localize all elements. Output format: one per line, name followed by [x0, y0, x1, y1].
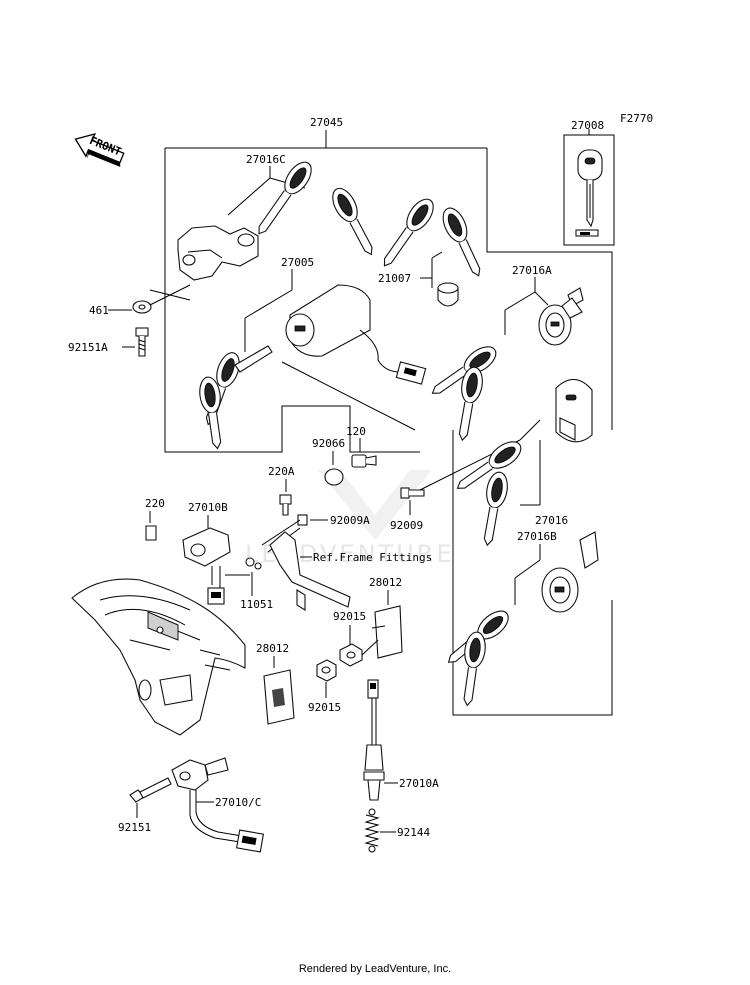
- label-27016: 27016: [535, 514, 568, 527]
- bolt-120: [351, 454, 377, 468]
- lock-27016A: [504, 277, 584, 346]
- washer-461: [132, 300, 152, 314]
- label-92151A: 92151A: [68, 341, 108, 354]
- lock-27016B: [514, 531, 599, 613]
- label-11051: 11051: [240, 598, 273, 611]
- label-28012-b: 28012: [256, 642, 289, 655]
- label-28012-a: 28012: [369, 576, 402, 589]
- ref-frame-fittings: Ref.Frame Fittings: [313, 551, 432, 564]
- label-27008: 27008: [571, 119, 604, 132]
- nut-92015-b: [316, 659, 337, 698]
- cap-92066: [324, 468, 344, 486]
- label-92009A: 92009A: [330, 514, 370, 527]
- seat-lock-27016C: [177, 166, 306, 281]
- bolt-220: [145, 525, 157, 541]
- label-27005: 27005: [281, 256, 314, 269]
- lock-27016: [419, 378, 593, 506]
- label-27045: 27045: [310, 116, 343, 129]
- label-27016C: 27016C: [246, 153, 286, 166]
- pad-28012-a: [371, 605, 403, 659]
- spring-92144: [364, 808, 396, 853]
- frame-section: [71, 578, 246, 736]
- label-27016B: 27016B: [517, 530, 557, 543]
- label-27016A: 27016A: [512, 264, 552, 277]
- label-92015-b: 92015: [308, 701, 341, 714]
- footer-credit: Rendered by LeadVenture, Inc.: [298, 963, 452, 975]
- bolt-220A: [279, 494, 292, 516]
- key-pair-27016A: [431, 346, 497, 442]
- label-92009: 92009: [390, 519, 423, 532]
- key-set-box: [164, 130, 613, 716]
- label-220: 220: [145, 497, 165, 510]
- key-27008-box: [563, 129, 615, 246]
- bolt-92151A: [135, 327, 149, 357]
- bolt-92151: [129, 777, 172, 818]
- diagram-code: F2770: [620, 112, 653, 125]
- label-461: 461: [89, 304, 109, 317]
- label-21007: 21007: [378, 272, 411, 285]
- label-220A: 220A: [268, 465, 295, 478]
- key-pair-21007: [383, 198, 481, 307]
- switch-27010A: [363, 679, 398, 801]
- front-arrow-icon: [74, 133, 125, 167]
- nut-92015-a: [339, 639, 379, 667]
- label-92066: 92066: [312, 437, 345, 450]
- key-pair-27005: [199, 345, 273, 450]
- label-92151: 92151: [118, 821, 151, 834]
- switch-27010B: [182, 527, 250, 605]
- key-pair-27016: [456, 441, 522, 547]
- screw-92009: [400, 487, 425, 515]
- label-27010C: 27010/C: [215, 796, 261, 809]
- label-27010A: 27010A: [399, 777, 439, 790]
- ignition-switch-27005: [244, 269, 427, 431]
- pad-28012-b: [263, 669, 295, 725]
- switch-27010C: [171, 757, 265, 853]
- bracket-frame-fitting: [245, 531, 351, 611]
- key-pair-27016B: [447, 610, 509, 707]
- label-92144: 92144: [397, 826, 430, 839]
- key-pair-27016C: [258, 161, 373, 256]
- label-120: 120: [346, 425, 366, 438]
- label-27010B: 27010B: [188, 501, 228, 514]
- label-92015-a: 92015: [333, 610, 366, 623]
